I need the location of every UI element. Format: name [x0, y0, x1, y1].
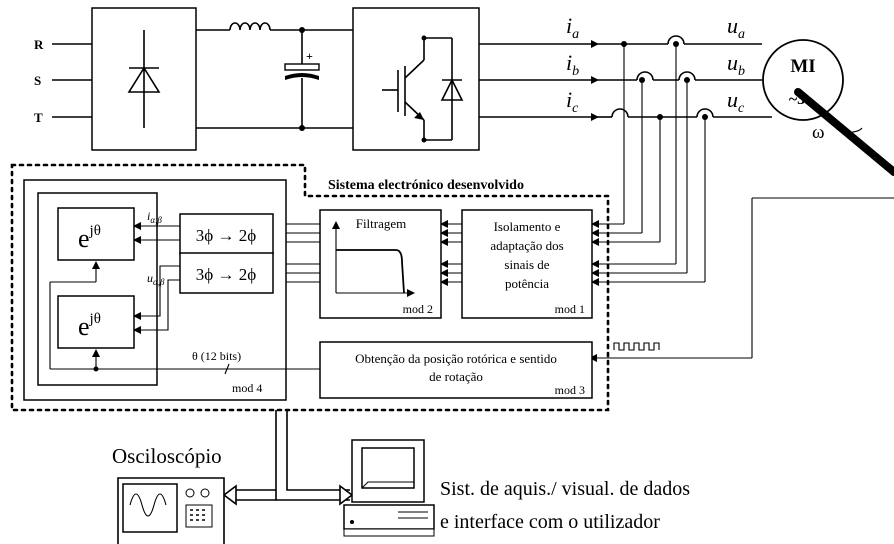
mod1-isolation-block: Isolamento e adaptação dos sinais de pot… — [461, 209, 593, 319]
pc-case — [343, 504, 435, 530]
theta-bits-label: θ (12 bits) — [192, 349, 241, 363]
mod2-filter-block: Filtragem mod 2 — [319, 209, 442, 319]
current-b-label: ib — [566, 50, 579, 79]
svg-text:+: + — [306, 49, 313, 63]
mod1-to-mod2-arrows — [440, 220, 462, 286]
dc-link: + — [196, 22, 353, 131]
svg-text:3ϕ → 2ϕ: 3ϕ → 2ϕ — [196, 265, 256, 284]
diode-icon — [127, 66, 161, 93]
transform-top-block — [179, 213, 274, 255]
voltage-signal-label: uα,β — [147, 271, 165, 287]
encoder-line — [589, 197, 894, 362]
system-title: Sistema electrónico desenvolvido — [328, 178, 524, 193]
motor-name: MI — [790, 56, 815, 77]
svg-text:Obtenção da posição rotórica e: Obtenção da posição rotórica e sentido — [355, 351, 557, 366]
data-bus — [222, 410, 354, 506]
pc-label-line2: e interface com o utilizador — [440, 511, 660, 533]
svg-text:sinais de: sinais de — [504, 257, 549, 272]
rotation-bottom-block — [57, 295, 135, 349]
sense-taps — [591, 41, 708, 286]
filter-response-curve — [336, 249, 405, 294]
svg-text:Filtragem: Filtragem — [356, 216, 407, 231]
oscilloscope-label: Osciloscópio — [112, 444, 222, 468]
svg-text:potência: potência — [505, 276, 549, 291]
mod3-label: mod 3 — [555, 383, 585, 397]
rotation-bottom-label: ejθ — [78, 311, 101, 341]
voltage-c-label: uc — [727, 87, 745, 116]
rectifier-block — [91, 7, 197, 151]
phase-t-label: T — [34, 110, 43, 125]
speed-symbol: ω — [812, 122, 825, 143]
computer: Sist. de aquis./ visual. de dados e inte… — [343, 439, 690, 537]
current-c-label: ic — [566, 87, 579, 116]
rotation-top-label: ejθ — [78, 223, 101, 253]
current-a-label: ia — [566, 13, 579, 42]
mod3-position-block: Obtenção da posição rotórica e sentido d… — [319, 341, 593, 399]
svg-text:de rotação: de rotação — [429, 369, 483, 384]
capacitor-icon — [284, 63, 320, 71]
current-signal-label: iα,β — [147, 209, 162, 225]
oscilloscope-screen — [122, 483, 178, 533]
mod2-label: mod 2 — [403, 302, 433, 316]
phase-r-label: R — [34, 37, 44, 52]
svg-text:3ϕ → 2ϕ: 3ϕ → 2ϕ — [196, 226, 256, 245]
inverter-block — [352, 7, 480, 151]
svg-text:Isolamento e: Isolamento e — [494, 219, 561, 234]
voltage-labels: ua ub uc — [727, 13, 745, 116]
voltage-a-label: ua — [727, 13, 745, 42]
voltage-b-label: ub — [727, 50, 745, 79]
rotation-top-block — [57, 207, 135, 261]
transform-bottom-block — [179, 252, 274, 294]
mod4-block: ejθ ejθ 3ϕ → 2ϕ 3ϕ → 2ϕ iα,β uα,β θ (12 … — [23, 179, 320, 401]
phase-s-label: S — [34, 73, 41, 88]
inductor-icon — [229, 22, 271, 31]
current-labels: ia ib ic — [566, 13, 579, 116]
freewheel-diode-icon — [440, 78, 464, 101]
electronic-system-boundary — [10, 163, 610, 412]
pulse-train-icon — [613, 342, 660, 351]
mod1-label: mod 1 — [555, 302, 585, 316]
input-phase-lines — [52, 43, 92, 118]
svg-text:adaptação dos: adaptação dos — [490, 238, 563, 253]
induction-motor: MI ~3 ω — [762, 39, 894, 176]
oscilloscope: Osciloscópio — [112, 444, 225, 544]
mod4-label: mod 4 — [232, 381, 262, 395]
pc-label-line1: Sist. de aquis./ visual. de dados — [440, 478, 690, 500]
